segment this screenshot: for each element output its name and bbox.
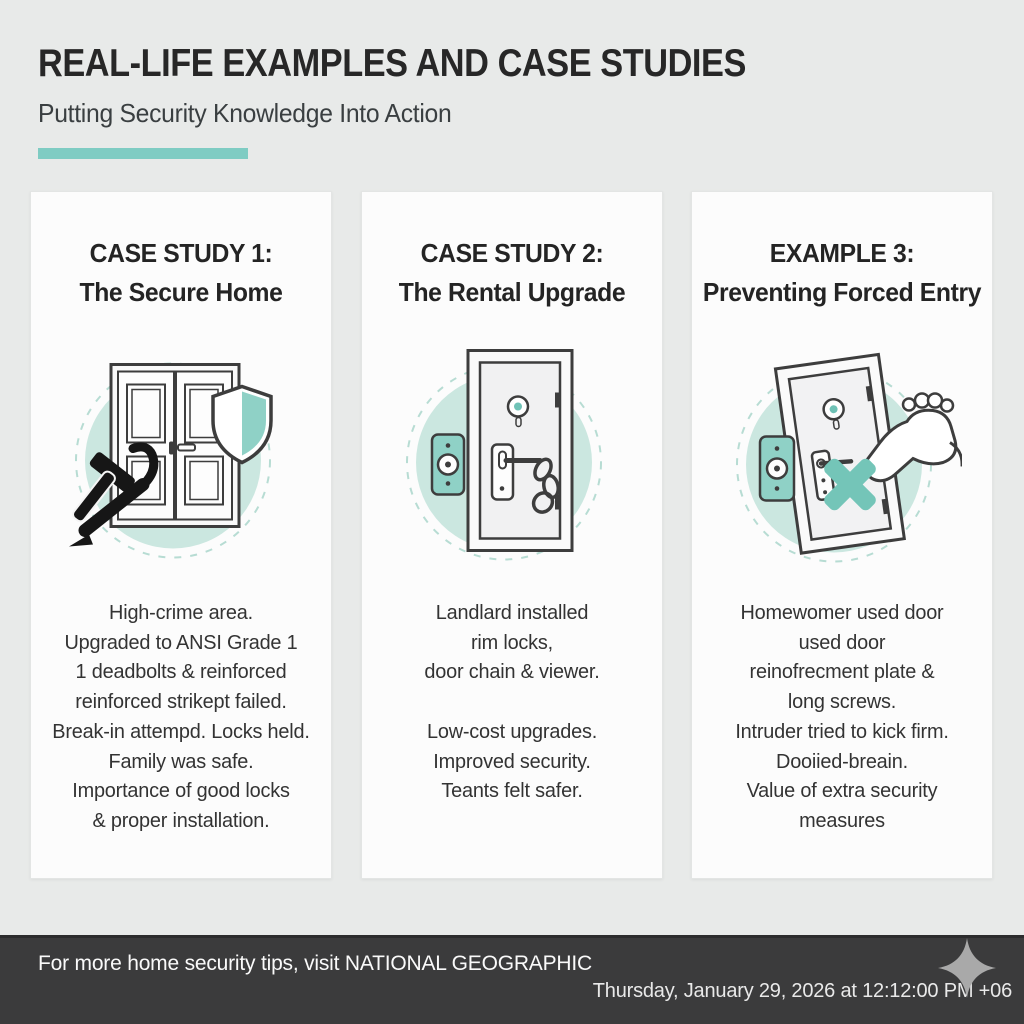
body-line: Family was safe. [108,749,254,773]
body-line: Intruder tried to kick firm. [735,719,949,743]
body-line: Value of extra security [746,779,938,803]
body-line: rim locks, [470,630,554,654]
card-example-3: EXAMPLE 3: Preventing Forced Entry [691,191,993,879]
body-line: & proper installation. [92,809,270,833]
page-subtitle: Putting Security Knowledge Into Action [38,98,452,128]
card-case-study-2: CASE STUDY 2: The Rental Upgrade [361,191,663,879]
header: REAL-LIFE EXAMPLES AND CASE STUDIES Putt… [38,42,842,129]
double-door-shield-crowbar-icon [61,342,301,567]
body-line [376,687,648,717]
card-body: Landlard installed rim locks, door chain… [372,598,652,806]
card-case-study-1: CASE STUDY 1: The Secure Home [30,191,332,879]
card-title: CASE STUDY 1: The Secure Home [31,234,331,312]
body-line: Importance of good locks [72,779,290,803]
kicking-foot [863,392,962,483]
card-title-line1: CASE STUDY 1: [89,238,273,268]
body-line: reinforced strikept failed. [75,690,287,714]
body-line: Landlard installed [435,601,589,624]
body-line: long screws. [787,690,897,714]
body-line: Improved security. [433,749,591,773]
body-line: Low-cost upgrades. [426,719,598,743]
card-title: CASE STUDY 2: The Rental Upgrade [362,234,662,312]
card-body: High-crime area. Upgraded to ANSI Grade … [41,598,321,836]
body-line: measures [799,809,885,833]
footer-tip-text: For more home security tips, visit NATIO… [38,952,592,975]
body-line: Break-in attempd. Locks held. [52,719,310,743]
page-title: REAL-LIFE EXAMPLES AND CASE STUDIES [38,42,746,85]
body-line: reinofrecment plate & [749,660,935,684]
accent-divider [38,148,248,159]
card-title-line2: The Rental Upgrade [398,277,626,307]
card-title-line1: EXAMPLE 3: [769,238,915,268]
body-line: 1 deadbolts & reinforced [75,660,287,684]
card-body: Homewomer used door used door reinofrecm… [702,598,982,836]
body-line: Homewomer used door [740,601,944,624]
door-kick-blocked-icon [722,342,962,567]
footer-timestamp: Thursday, January 29, 2026 at 12:12:00 P… [592,980,1012,1002]
body-line: Upgraded to ANSI Grade 1 [64,630,298,654]
card-title-line1: CASE STUDY 2: [420,238,604,268]
body-line: Dooiied-breain. [776,749,908,773]
body-line: Teants felt safer. [441,779,583,803]
card-title-line2: Preventing Forced Entry [702,277,982,307]
body-line: door chain & viewer. [424,660,600,684]
body-line: High-crime area. [109,601,253,624]
door-chain-rim-lock-icon [392,342,632,567]
sparkle-icon [938,938,996,998]
body-line: used door [798,630,886,654]
card-title-line2: The Secure Home [79,277,283,307]
card-title: EXAMPLE 3: Preventing Forced Entry [692,234,992,312]
footer-bar: For more home security tips, visit NATIO… [0,935,1024,1024]
